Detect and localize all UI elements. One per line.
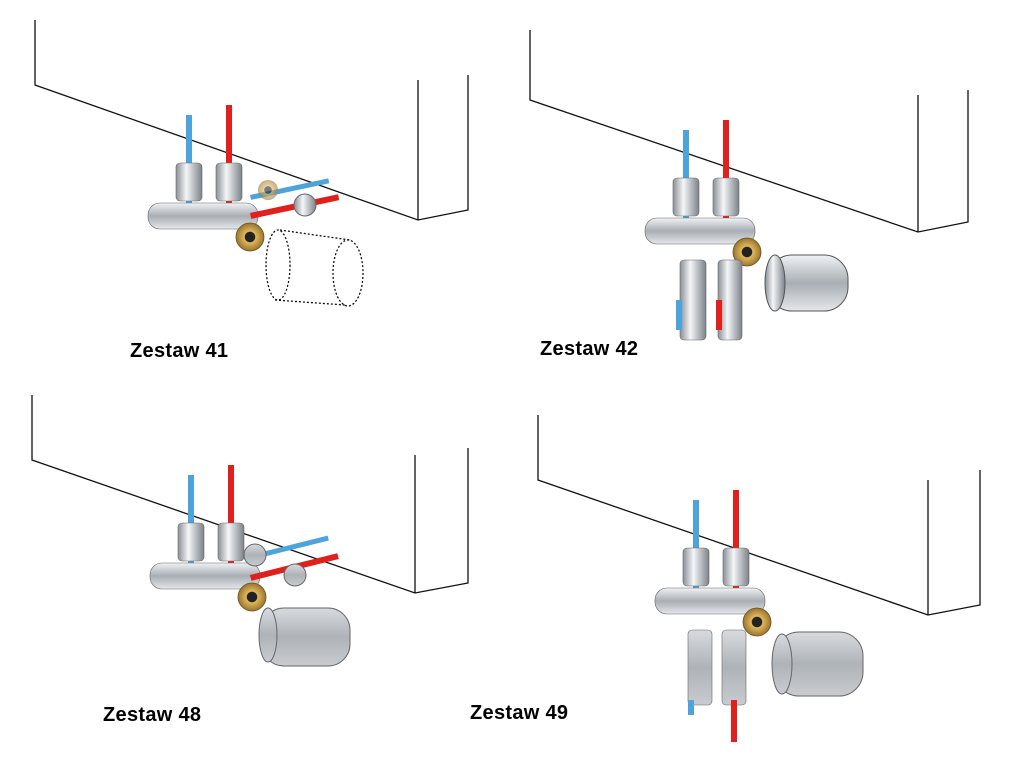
set-42-drawing	[529, 30, 969, 341]
radiator-outline	[31, 395, 469, 594]
set-label: Zestaw 49	[470, 702, 569, 724]
set-label: Zestaw 42	[540, 338, 639, 360]
set-label: Zestaw 41	[130, 340, 229, 362]
thermostat-satin-icon	[771, 631, 864, 697]
set-49-drawing	[537, 415, 981, 742]
radiator-outline	[34, 20, 469, 221]
set-48-drawing	[31, 395, 469, 667]
thermostat-satin-icon	[258, 607, 351, 667]
radiator-outline	[529, 30, 969, 233]
set-41-drawing	[34, 20, 469, 307]
radiator-outline	[537, 415, 981, 616]
thermostat-outline-icon	[265, 229, 364, 307]
set-label: Zestaw 48	[103, 704, 202, 726]
thermostat-chrome-icon	[764, 254, 849, 312]
